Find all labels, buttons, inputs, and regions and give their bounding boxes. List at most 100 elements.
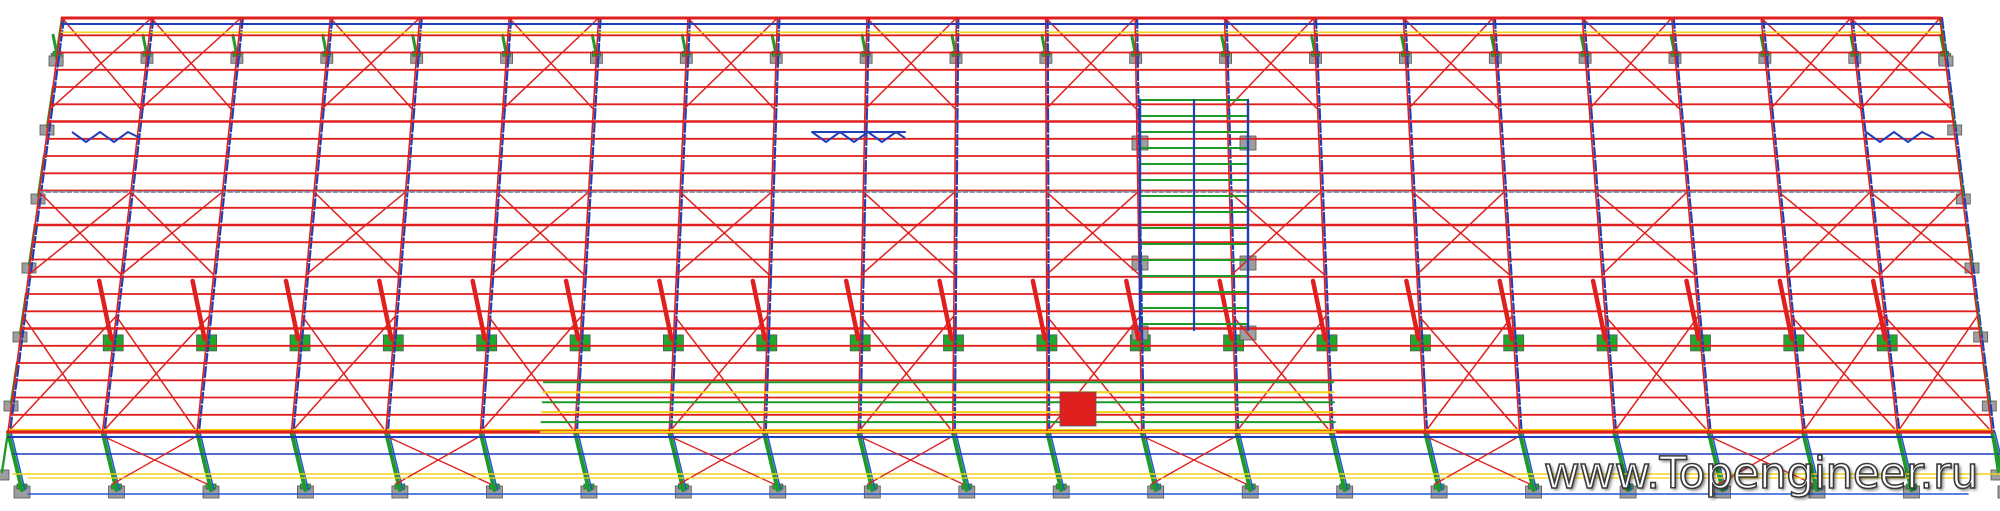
roof-brace-line: [290, 315, 397, 433]
near-column: [667, 430, 686, 492]
opening-zigzag-line: [71, 130, 141, 144]
near-column: [1234, 430, 1253, 492]
near-column-edge: [955, 431, 971, 491]
rafters-layer: [6, 16, 1994, 438]
near-column-edge: [1427, 431, 1443, 491]
roof-brace-line: [1424, 315, 1513, 433]
roof-brace-line: [683, 17, 779, 110]
rafter-line: [1134, 17, 1143, 433]
near-column: [6, 430, 24, 492]
near-column-edge: [1994, 431, 2000, 456]
roof-brace-line: [1407, 17, 1494, 110]
roof-brace-line: [1878, 191, 1963, 276]
near-column-edge: [766, 431, 782, 491]
roof-brace-line: [1588, 17, 1673, 110]
near-column: [383, 430, 402, 492]
rafter-line: [101, 17, 153, 433]
rafter-line: [951, 17, 958, 433]
near-column: [950, 430, 969, 492]
roof-brace-line: [675, 191, 773, 276]
gable-column: [0, 430, 10, 474]
interior-knee-strut: [190, 278, 207, 342]
rafter-line: [196, 17, 242, 433]
interior-knee-strut: [843, 278, 861, 342]
near-column-edge: [1710, 431, 1727, 491]
roof-brace-line: [1769, 17, 1852, 110]
interior-knee-strut: [1404, 278, 1421, 342]
rafter-line: [1581, 17, 1615, 433]
roof-brace-line: [120, 191, 224, 276]
rafter-line: [1670, 17, 1710, 433]
near-column-edge: [671, 431, 688, 491]
roof-brace-line: [49, 17, 153, 110]
interior-knee-strut: [657, 278, 674, 342]
rafter-line: [1492, 17, 1521, 433]
near-column: [478, 430, 497, 492]
roof-brace-line: [1231, 191, 1322, 276]
roof-brace-line: [479, 315, 583, 433]
frame-column-line: [1940, 16, 1996, 434]
opening-zigzag-line: [1865, 130, 1935, 144]
near-column-edge: [1616, 431, 1632, 491]
near-column: [1423, 430, 1442, 492]
rafter-line: [857, 17, 868, 433]
near-column-edge: [482, 431, 499, 491]
roof-brace-line: [1045, 191, 1139, 276]
roof-brace-line: [1416, 191, 1505, 276]
roof-brace-line: [320, 17, 421, 110]
opening-zigzag-line: [811, 130, 906, 144]
rafter-line: [1044, 17, 1048, 433]
roof-brace-line: [101, 315, 210, 433]
rafter-line: [1939, 17, 1993, 433]
near-column: [289, 430, 308, 492]
door-frame: [1059, 391, 1097, 427]
near-column: [1045, 430, 1064, 492]
roof-brace-line: [860, 191, 956, 276]
bracing-layer: [7, 17, 1993, 485]
rafter-line: [1760, 17, 1804, 433]
near-column-edge: [577, 431, 593, 491]
near-column: [1895, 430, 1914, 492]
rafter-line: [290, 17, 332, 433]
near-column-edge: [860, 431, 877, 491]
near-column-edge: [10, 431, 26, 491]
near-column: [761, 430, 780, 492]
purlins-layer: [6, 16, 1994, 434]
roof-brace-line: [1601, 191, 1688, 276]
roof-brace-line: [1896, 315, 1979, 433]
near-column-edge: [1238, 431, 1254, 491]
near-column: [1328, 430, 1347, 492]
near-column: [1801, 430, 1819, 492]
wall-brace-line: [867, 435, 954, 485]
near-column-edge: [388, 431, 404, 491]
rafter-line: [1223, 17, 1237, 433]
near-column-edge: [1899, 431, 1916, 491]
columns-layer: [0, 16, 2000, 492]
details-layer: [27, 98, 1969, 495]
roof-brace-line: [864, 17, 958, 110]
roof-brace-line: [139, 17, 242, 110]
interior-knee-strut: [1030, 278, 1048, 342]
near-column: [1139, 430, 1158, 492]
roof-brace-line: [1786, 191, 1872, 276]
wall-brace-line: [111, 435, 198, 485]
near-column: [1706, 430, 1725, 492]
near-column: [1612, 430, 1631, 492]
near-column: [572, 430, 591, 492]
near-column: [195, 430, 213, 492]
wall-brace-line: [1717, 435, 1804, 485]
near-column: [1517, 430, 1536, 492]
near-column-edge: [1049, 431, 1065, 491]
rafter-line: [1313, 17, 1332, 433]
near-column-edge: [199, 431, 215, 491]
near-column-edge: [293, 431, 310, 491]
wall-brace-line: [678, 435, 765, 485]
near-column-edge: [1805, 431, 1821, 491]
roof-brace-line: [27, 191, 132, 276]
roof-brace-line: [1613, 315, 1700, 433]
wall-brace-line: [1151, 435, 1237, 485]
interior-knee-strut: [283, 278, 301, 342]
watermark-text: www.Topengineer.ru: [1543, 447, 1979, 500]
roof-brace-line: [305, 191, 407, 276]
interior-knee-strut: [96, 278, 114, 342]
